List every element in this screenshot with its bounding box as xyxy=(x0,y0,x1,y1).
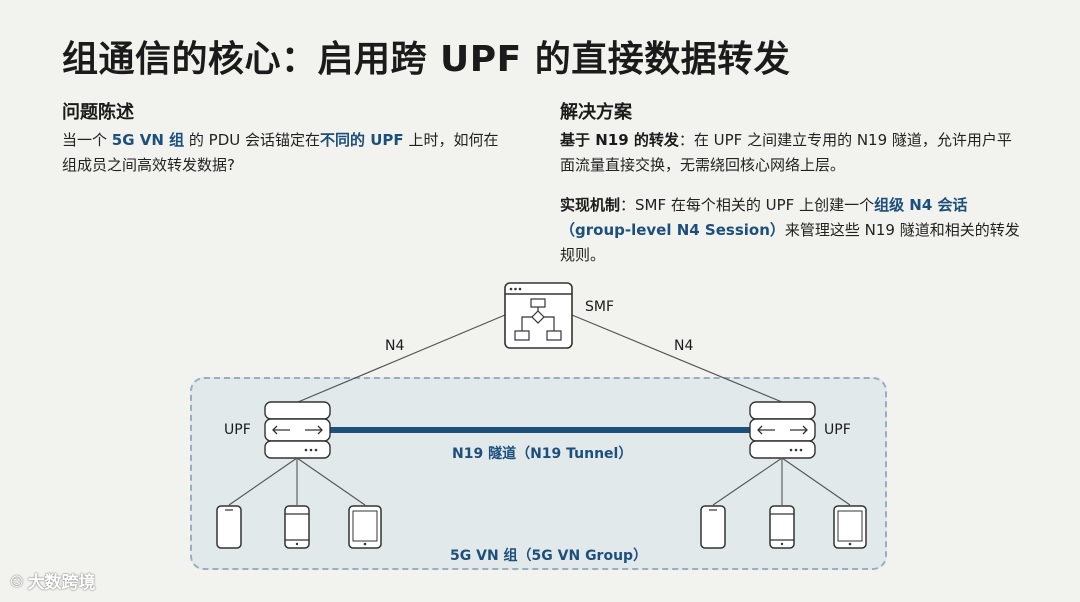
tablet-icon xyxy=(348,505,382,549)
problem-heading: 问题陈述 xyxy=(62,102,134,123)
branch-line-right-3 xyxy=(781,457,851,506)
branch-line-left-3 xyxy=(296,457,366,506)
tablet-icon xyxy=(833,505,867,549)
phone-icon xyxy=(216,505,242,549)
page-title: 组通信的核心：启用跨 UPF 的直接数据转发 xyxy=(62,39,791,80)
solution-para-2: 实现机制：SMF 在每个相关的 UPF 上创建一个组级 N4 会话（group-… xyxy=(560,193,1025,268)
phone-icon xyxy=(284,505,310,549)
solution-para-1: 基于 N19 的转发：在 UPF 之间建立专用的 N19 隧道，允许用户平面流量… xyxy=(560,128,1025,178)
upf-right-icon xyxy=(749,401,816,459)
solution-p1-label: 基于 N19 的转发 xyxy=(560,131,679,149)
vn-group-label: 5G VN 组（5G VN Group） xyxy=(450,548,648,564)
logo-mark-icon: ☺ xyxy=(10,575,24,590)
solution-p2-label: 实现机制 xyxy=(560,196,621,214)
smf-icon xyxy=(504,282,573,349)
n19-tunnel-label: N19 隧道（N19 Tunnel） xyxy=(452,446,633,462)
solution-p2-text-1: ：SMF 在每个相关的 UPF 上创建一个 xyxy=(620,196,875,214)
problem-text: 当一个 5G VN 组 的 PDU 会话锚定在不同的 UPF 上时，如何在组成员… xyxy=(62,128,512,178)
upf-left-icon xyxy=(264,401,331,459)
branch-line-right-1 xyxy=(712,457,783,506)
smf-label: SMF xyxy=(585,299,615,315)
problem-text-3: 的 PDU 会话锚定在 xyxy=(184,131,321,149)
solution-p2-highlight: 组级 N4 会话（group-level N4 Session） xyxy=(560,196,968,239)
solution-heading: 解决方案 xyxy=(560,102,632,123)
brand-logo: ☺大数跨境 xyxy=(10,568,96,593)
solution-p2-text-3: 来管理这些 N19 隧道和相关的转发规则。 xyxy=(560,221,1020,264)
solution-p1-text: ：在 UPF 之间建立专用的 N19 隧道，允许用户平面流量直接交换，无需绕回核… xyxy=(560,131,1012,174)
upf-left-label: UPF xyxy=(224,422,251,438)
n4-label-left: N4 xyxy=(385,338,405,354)
problem-highlight-upf: 不同的 UPF xyxy=(320,131,404,149)
branch-line-left-1 xyxy=(228,457,298,506)
n4-label-right: N4 xyxy=(674,338,694,354)
phone-icon xyxy=(700,505,726,549)
logo-text: 大数跨境 xyxy=(27,573,96,593)
n4-line-left xyxy=(297,314,506,403)
n4-line-right xyxy=(571,314,783,403)
problem-text-5: 上时，如何在组成员之间高效转发数据? xyxy=(62,131,499,174)
problem-highlight-group: 5G VN 组 xyxy=(111,131,185,149)
problem-text-1: 当一个 xyxy=(62,131,112,149)
phone-icon xyxy=(769,505,795,549)
upf-right-label: UPF xyxy=(824,422,851,438)
